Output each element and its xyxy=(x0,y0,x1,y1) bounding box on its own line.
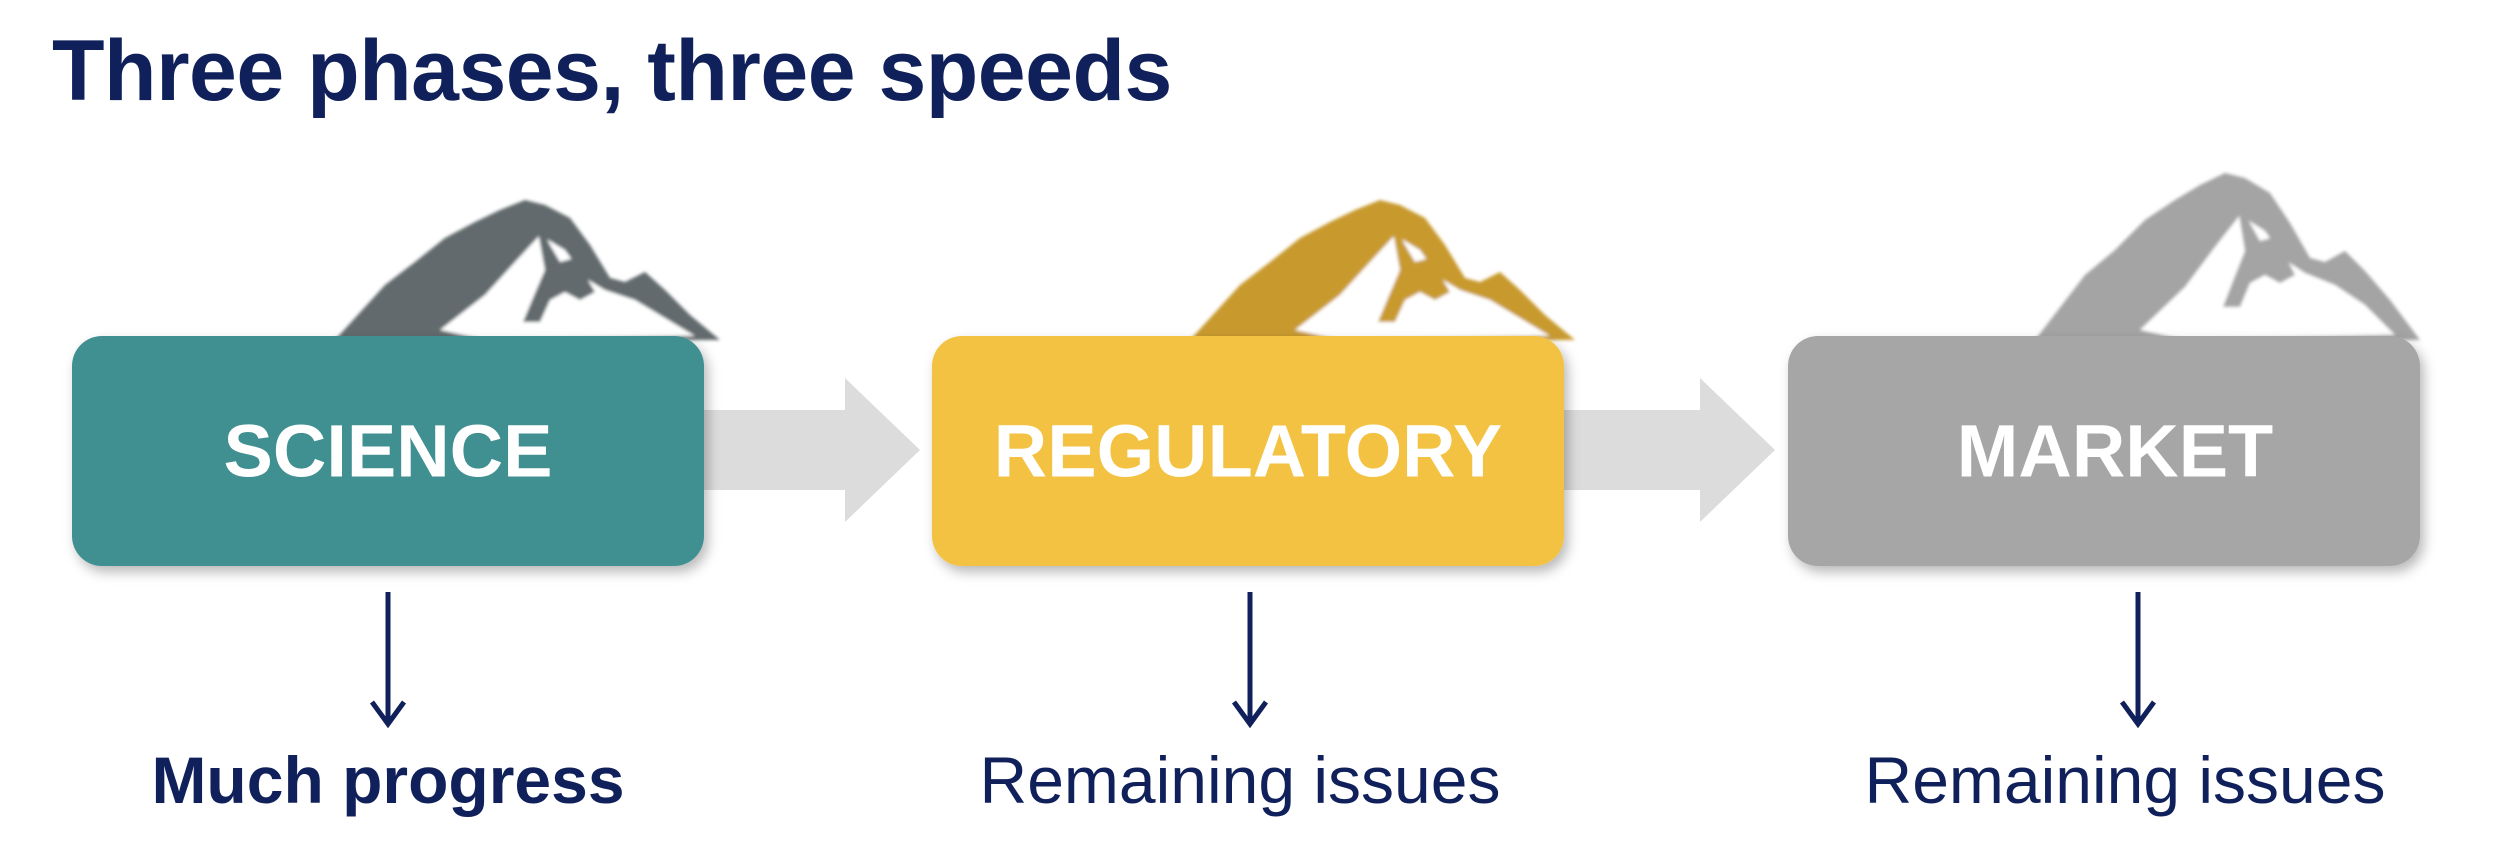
phase-regulatory: REGULATORY Remaining issues xyxy=(932,200,1575,817)
connector-arrow xyxy=(700,378,920,522)
phase-label-regulatory: REGULATORY xyxy=(994,410,1502,493)
phase-label-market: MARKET xyxy=(1957,410,2274,493)
phase-box-market xyxy=(1788,336,2420,566)
connector-arrow xyxy=(1555,378,1775,522)
phase-outcome-science: Much progress xyxy=(151,743,624,817)
mountain-ridge xyxy=(523,215,595,322)
phase-outcome-market: Remaining issues xyxy=(1865,743,2386,817)
phase-science: SCIENCE Much progress xyxy=(72,200,720,817)
phase-box-science xyxy=(72,336,704,566)
down-arrow-head xyxy=(369,700,407,729)
phase-box-regulatory xyxy=(932,336,1564,566)
mountain-icon xyxy=(1190,200,1575,340)
phase-label-science: SCIENCE xyxy=(224,410,553,493)
mountain-icon xyxy=(2035,173,2420,340)
phase-market: MARKET Remaining issues xyxy=(1788,173,2420,817)
mountain-ridge xyxy=(2223,190,2295,307)
mountain-snow xyxy=(2140,215,2395,340)
mountain-ridge xyxy=(1378,215,1450,322)
mountain-icon xyxy=(335,200,720,340)
phase-outcome-regulatory: Remaining issues xyxy=(980,743,1501,817)
down-arrow-head xyxy=(2119,700,2157,729)
page-title: Three phases, three speeds xyxy=(52,23,1172,119)
down-arrow-head xyxy=(1231,700,1269,729)
